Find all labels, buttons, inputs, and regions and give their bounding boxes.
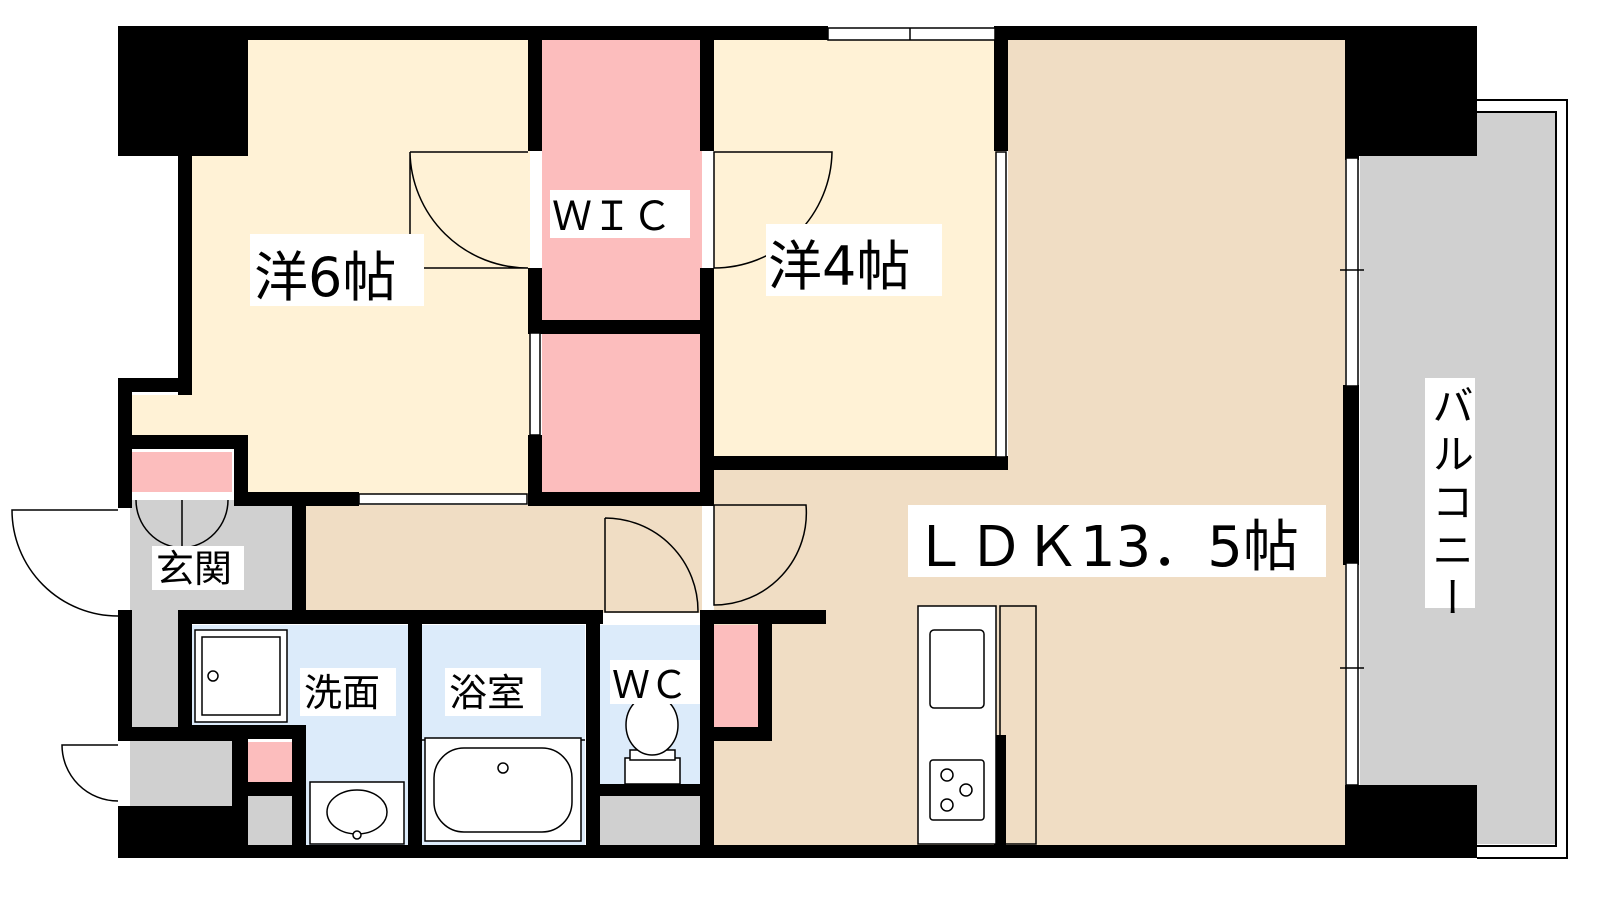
wall-left-b bbox=[118, 378, 192, 392]
wall-wc-bottom bbox=[600, 784, 702, 796]
wall-bottom bbox=[118, 845, 1358, 858]
label-ldk: ＬＤＫ13．5帖 bbox=[912, 515, 1299, 580]
closet-wc-side bbox=[714, 625, 758, 727]
wall-wic-right bbox=[700, 26, 714, 151]
shoe-closet bbox=[132, 452, 232, 492]
hallway-area bbox=[300, 505, 702, 613]
wall-left-e bbox=[118, 806, 132, 858]
sliding-door-w6-hall bbox=[358, 493, 528, 505]
toilet-icon bbox=[624, 694, 681, 785]
wall-closet-bottom bbox=[714, 727, 772, 741]
room-ldk-area bbox=[714, 38, 1345, 850]
walls bbox=[118, 26, 1477, 858]
column-top-right bbox=[1345, 26, 1477, 156]
door-ldk bbox=[713, 504, 808, 606]
storage-gray-3 bbox=[600, 795, 702, 845]
room-wic-area bbox=[542, 38, 702, 320]
door-wc bbox=[604, 517, 699, 613]
wall-left-a bbox=[178, 150, 192, 395]
wall-closet-right bbox=[758, 610, 772, 740]
column-top-left bbox=[118, 26, 248, 156]
room-fills bbox=[130, 38, 1556, 850]
label-western6: 洋6帖 bbox=[254, 246, 396, 309]
wall-w6-stub bbox=[234, 435, 248, 495]
wall-wc-right bbox=[700, 610, 714, 845]
wall-w4-right bbox=[994, 26, 1008, 151]
window-w4-ldk bbox=[995, 151, 1007, 458]
wall-right-b bbox=[1343, 385, 1359, 565]
label-bathroom: 浴室 bbox=[449, 671, 525, 715]
wall-wic-right-2 bbox=[700, 268, 714, 498]
wall-bath-right bbox=[586, 610, 600, 845]
labels: 洋6帖 ＷＩＣ 洋4帖 ＬＤＫ13．5帖 玄関 洗面 浴室 ＷＣ バルコニー bbox=[152, 190, 1475, 716]
label-balcony: バルコニー bbox=[1426, 384, 1475, 624]
wall-w6-bottom-left bbox=[132, 435, 248, 449]
wall-wet-top bbox=[178, 610, 603, 624]
closet-small bbox=[248, 742, 292, 782]
wall-wic-mid bbox=[528, 320, 714, 334]
label-wc: ＷＣ bbox=[612, 663, 688, 707]
wall-w6-right-2 bbox=[528, 268, 542, 333]
balcony-railing bbox=[1477, 99, 1568, 859]
column-bottom-right bbox=[1345, 785, 1477, 858]
wall-left-c bbox=[118, 378, 132, 508]
label-entrance: 玄関 bbox=[156, 547, 232, 591]
wall-wash-left bbox=[178, 610, 192, 728]
door-entrance bbox=[11, 509, 119, 617]
closet-lower bbox=[542, 333, 702, 493]
storage-gray-1 bbox=[130, 740, 232, 808]
wall-w6-right-3 bbox=[528, 435, 542, 500]
label-wic: ＷＩＣ bbox=[552, 194, 672, 240]
door-western6 bbox=[409, 151, 529, 269]
wall-left-d bbox=[118, 610, 132, 740]
wall-wash-right bbox=[408, 610, 422, 845]
wall-top-2 bbox=[995, 26, 1345, 40]
entrance-lower-area bbox=[130, 613, 178, 728]
wall-right-a bbox=[1345, 150, 1359, 160]
wall-storage-bottom bbox=[118, 806, 248, 810]
window-ldk-balcony-1 bbox=[1345, 157, 1359, 387]
storage-gray-2 bbox=[248, 795, 292, 845]
fixtures bbox=[194, 605, 1037, 845]
label-washroom: 洗面 bbox=[304, 671, 380, 715]
label-western4: 洋4帖 bbox=[768, 235, 910, 298]
windows bbox=[358, 27, 1364, 786]
wall-small-closet bbox=[232, 782, 306, 796]
wall-w6-bottom bbox=[234, 492, 359, 506]
wall-entry-right bbox=[292, 505, 306, 613]
sliding-door-closet bbox=[529, 332, 541, 436]
window-top-w4 bbox=[827, 27, 996, 41]
wall-w6-right bbox=[528, 26, 542, 151]
door-storage bbox=[61, 744, 119, 802]
wall-wic-bottom bbox=[528, 492, 714, 506]
cooktop bbox=[929, 759, 985, 821]
wall-w4-right-2 bbox=[994, 456, 1008, 470]
wall-w4-bottom bbox=[714, 456, 1008, 470]
wall-storage-top bbox=[118, 727, 236, 741]
kitchen-sink bbox=[929, 629, 985, 709]
window-ldk-balcony-2 bbox=[1345, 562, 1359, 786]
